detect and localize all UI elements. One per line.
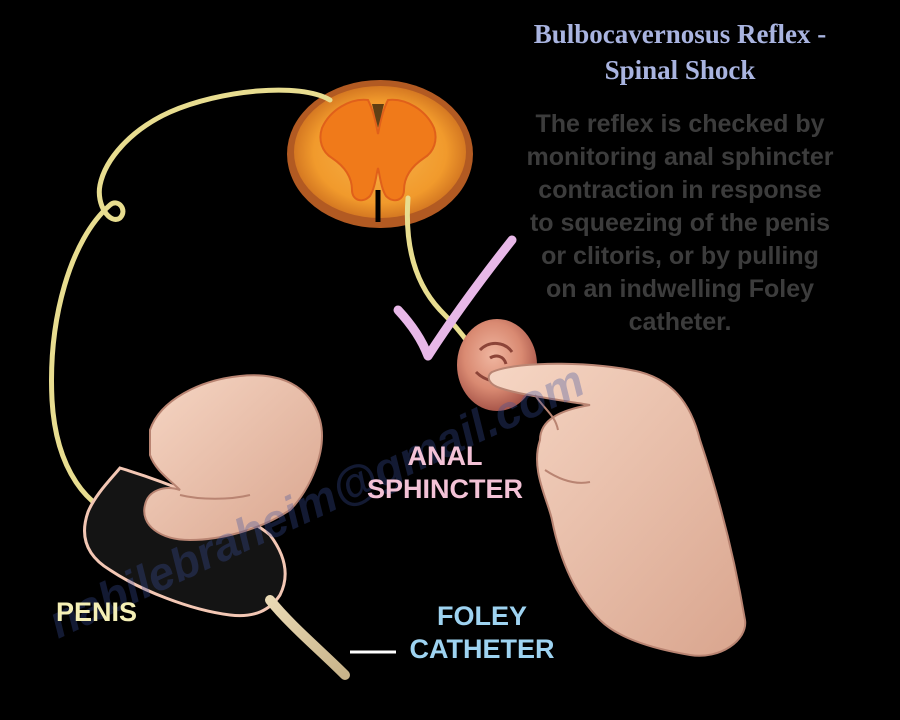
description-line-2: monitoring anal sphincter bbox=[526, 143, 834, 171]
description-line-3: contraction in response bbox=[538, 176, 822, 204]
efferent-nerve bbox=[404, 195, 473, 348]
description-text: The reflex is checked by monitoring anal… bbox=[490, 108, 870, 339]
description-line-6: on an indwelling Foley bbox=[545, 275, 815, 303]
left-hand-squeezing bbox=[143, 374, 323, 542]
penis-label: PENIS bbox=[56, 597, 138, 627]
grey-matter bbox=[319, 98, 437, 202]
afferent-nerve bbox=[49, 87, 333, 521]
foley-catheter bbox=[265, 595, 396, 680]
foley-catheter-label: FOLEY CATHETER bbox=[392, 600, 572, 666]
title-line-1: Bulbocavernosus Reflex - bbox=[533, 19, 827, 49]
title-line-2: Spinal Shock bbox=[604, 55, 756, 85]
description-line-5: or clitoris, or by pulling bbox=[541, 242, 819, 270]
anal-label-line-2: SPHINCTER bbox=[366, 474, 523, 504]
page-title: Bulbocavernosus Reflex - Spinal Shock bbox=[480, 16, 880, 88]
foley-label-line-1: FOLEY bbox=[436, 601, 527, 631]
anal-label-line-1: ANAL bbox=[407, 441, 483, 471]
description-line-1: The reflex is checked by bbox=[535, 110, 825, 138]
description-line-7: catheter. bbox=[628, 308, 732, 336]
spinal-cord-cross-section bbox=[287, 80, 473, 228]
foley-label-line-2: CATHETER bbox=[409, 634, 555, 664]
description-line-4: to squeezing of the penis bbox=[529, 209, 830, 237]
anal-sphincter-label: ANAL SPHINCTER bbox=[340, 440, 550, 506]
right-hand-finger bbox=[487, 362, 747, 657]
checkmark-icon bbox=[393, 235, 517, 361]
